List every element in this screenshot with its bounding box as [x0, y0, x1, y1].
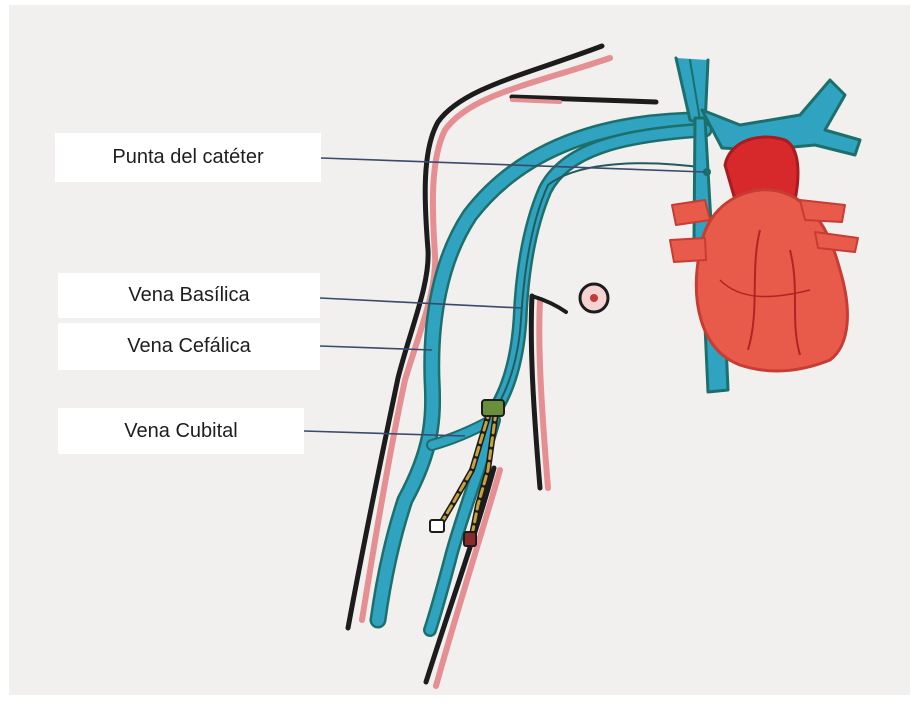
- label-cephalic-vein-text: Vena Cefálica: [127, 335, 250, 358]
- label-cephalic-vein: Vena Cefálica: [58, 323, 320, 370]
- label-catheter-tip: Punta del catéter: [55, 133, 321, 182]
- label-catheter-tip-text: Punta del catéter: [112, 146, 263, 169]
- label-basilic-vein-text: Vena Basílica: [128, 284, 249, 307]
- label-cubital-vein-text: Vena Cubital: [124, 420, 237, 443]
- nipple-mark: [580, 284, 608, 312]
- label-basilic-vein: Vena Basílica: [58, 273, 320, 318]
- label-cubital-vein: Vena Cubital: [58, 408, 304, 454]
